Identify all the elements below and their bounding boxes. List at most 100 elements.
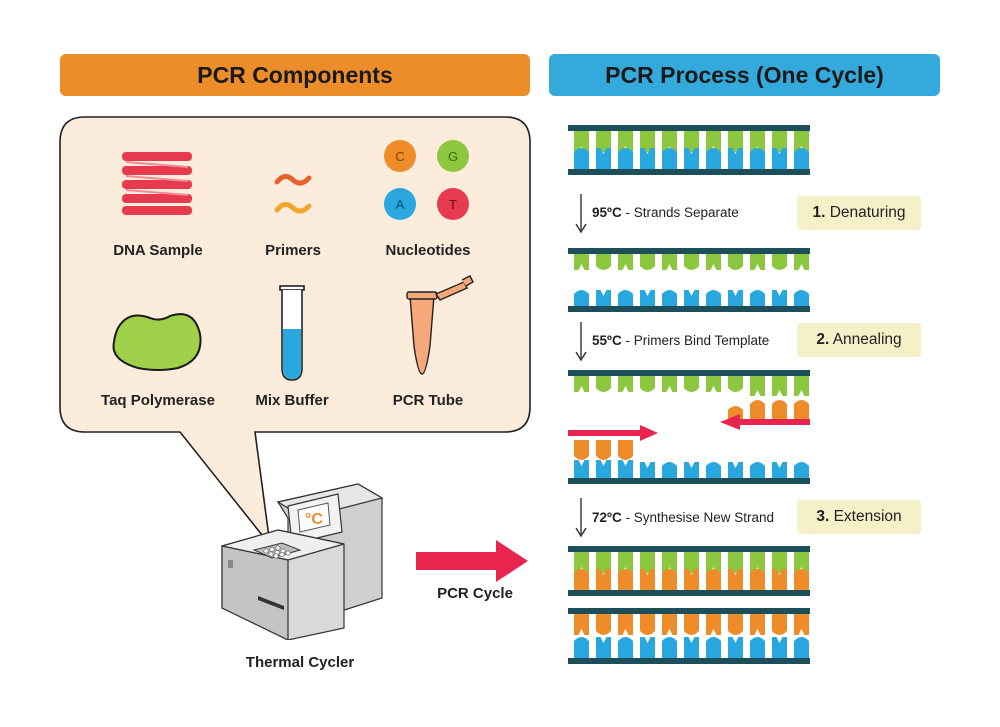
step-2-text: 55ºC - Primers Bind Template bbox=[592, 333, 769, 348]
base-tooth bbox=[772, 290, 787, 306]
base-tooth bbox=[574, 131, 589, 152]
base-tooth bbox=[706, 290, 721, 306]
down-arrow-icon bbox=[575, 322, 587, 362]
base-tooth bbox=[618, 440, 633, 460]
backbone-bar bbox=[568, 590, 810, 596]
step-3-name: Extension bbox=[829, 508, 902, 525]
base-tooth bbox=[750, 637, 765, 658]
dna-sample-label: DNA Sample bbox=[113, 242, 203, 259]
base-tooth bbox=[596, 131, 611, 152]
base-tooth bbox=[750, 131, 765, 152]
base-tooth bbox=[750, 376, 765, 396]
backbone-bar bbox=[568, 478, 810, 484]
base-tooth bbox=[794, 290, 809, 306]
base-tooth bbox=[728, 552, 743, 573]
base-tooth bbox=[662, 569, 677, 590]
base-tooth bbox=[772, 400, 787, 420]
base-tooth bbox=[684, 148, 699, 169]
down-arrow-icon bbox=[575, 194, 587, 234]
thermal-cycler-label: Thermal Cycler bbox=[245, 654, 355, 671]
base-tooth bbox=[574, 569, 589, 590]
base-tooth bbox=[750, 462, 765, 478]
step-3-text: 72ºC - Synthesise New Strand bbox=[592, 510, 774, 525]
base-tooth bbox=[750, 569, 765, 590]
pcr-tube-label: PCR Tube bbox=[392, 392, 464, 409]
primer-arrow-left bbox=[720, 414, 810, 430]
base-tooth bbox=[662, 148, 677, 169]
process-title: PCR Process (One Cycle) bbox=[605, 62, 884, 88]
base-tooth bbox=[596, 440, 611, 460]
step-2-desc: - Primers Bind Template bbox=[621, 333, 770, 348]
pcr-tube-icon bbox=[406, 275, 474, 375]
step-1-desc: - Strands Separate bbox=[621, 205, 739, 220]
base-tooth bbox=[640, 569, 655, 590]
base-tooth bbox=[574, 552, 589, 573]
base-tooth bbox=[684, 614, 699, 635]
base-tooth bbox=[662, 462, 677, 478]
pcr-cycle-label: PCR Cycle bbox=[437, 585, 513, 602]
components-title: PCR Components bbox=[197, 62, 393, 88]
base-tooth bbox=[794, 552, 809, 573]
base-tooth bbox=[728, 148, 743, 169]
base-tooth bbox=[794, 569, 809, 590]
base-tooth bbox=[574, 290, 589, 306]
base-tooth bbox=[728, 290, 743, 306]
base-tooth bbox=[684, 254, 699, 270]
base-tooth bbox=[574, 440, 589, 460]
down-arrow-icon bbox=[575, 498, 587, 538]
step-1-text: 95ºC - Strands Separate bbox=[592, 205, 739, 220]
base-tooth bbox=[772, 148, 787, 169]
thermal-cycler-icon: °C bbox=[221, 483, 384, 640]
step-3-temp: 72ºC bbox=[592, 510, 622, 525]
base-tooth bbox=[750, 552, 765, 573]
primer-arrow-right bbox=[568, 425, 658, 441]
base-tooth bbox=[640, 637, 655, 658]
base-tooth bbox=[640, 254, 655, 270]
base-tooth bbox=[574, 376, 589, 392]
base-tooth bbox=[728, 376, 743, 392]
base-tooth bbox=[728, 254, 743, 270]
base-tooth bbox=[750, 290, 765, 306]
base-tooth bbox=[618, 552, 633, 573]
base-tooth bbox=[794, 637, 809, 658]
base-tooth bbox=[684, 290, 699, 306]
base-tooth bbox=[618, 637, 633, 658]
base-tooth bbox=[728, 637, 743, 658]
base-tooth bbox=[618, 460, 633, 478]
base-tooth bbox=[618, 290, 633, 306]
base-tooth bbox=[794, 131, 809, 152]
backbone-bar bbox=[568, 306, 810, 312]
base-tooth bbox=[662, 290, 677, 306]
base-tooth bbox=[750, 254, 765, 270]
base-tooth bbox=[750, 614, 765, 635]
base-tooth bbox=[596, 460, 611, 478]
base-tooth bbox=[662, 614, 677, 635]
backbone-bar bbox=[568, 248, 810, 254]
nucleotide-t: T bbox=[449, 197, 457, 212]
base-tooth bbox=[794, 614, 809, 635]
base-tooth bbox=[596, 637, 611, 658]
step-1-num: 1. bbox=[812, 204, 826, 221]
base-tooth bbox=[574, 460, 589, 478]
base-tooth bbox=[662, 254, 677, 270]
nucleotide-c: C bbox=[395, 149, 404, 164]
base-tooth bbox=[640, 614, 655, 635]
base-tooth bbox=[794, 376, 809, 396]
base-tooth bbox=[794, 254, 809, 270]
step-1-name: Denaturing bbox=[825, 204, 906, 221]
step-1-temp: 95ºC bbox=[592, 205, 622, 220]
display-symbol: °C bbox=[305, 511, 323, 528]
base-tooth bbox=[574, 637, 589, 658]
base-tooth bbox=[662, 637, 677, 658]
nucleotide-g: G bbox=[448, 149, 458, 164]
backbone-bar bbox=[568, 658, 810, 664]
base-tooth bbox=[596, 148, 611, 169]
base-tooth bbox=[706, 376, 721, 392]
base-tooth bbox=[728, 462, 743, 478]
primers-label: Primers bbox=[265, 242, 321, 259]
step-3-badge: 3. Extension bbox=[797, 500, 921, 534]
step-1-badge: 1. Denaturing bbox=[797, 196, 921, 230]
base-tooth bbox=[772, 614, 787, 635]
nucleotide-a: A bbox=[396, 197, 405, 212]
backbone-bar bbox=[568, 608, 810, 614]
